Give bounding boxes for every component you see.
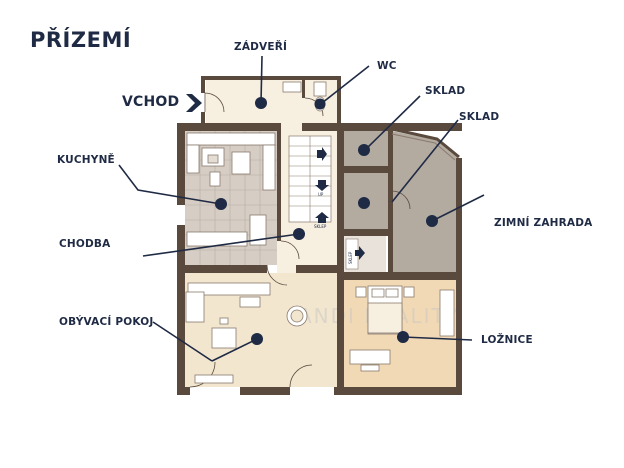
entrance-arrow-icon [186, 94, 202, 112]
label-wc: WC [377, 60, 397, 72]
stair-label-sklep: SKLEP [314, 224, 327, 229]
stair-arrow-up-icon [315, 212, 329, 223]
marker-obyvaci [251, 333, 263, 345]
marker-kuchyne [215, 198, 227, 210]
marker-wc [314, 98, 326, 110]
stair-arrow-down2-icon [315, 180, 329, 191]
marker-chodba [293, 228, 305, 240]
label-sklad-top: SKLAD [425, 85, 466, 97]
label-obyvaci-pokoj: OBÝVACÍ POKOJ [59, 316, 154, 328]
marker-loznice [397, 331, 409, 343]
label-zimni-zahrada: ZIMNÍ ZAHRADA [494, 217, 593, 229]
stairs-cellar: SKLEP [345, 238, 365, 270]
label-sklad-right: SKLAD [459, 111, 500, 123]
stair-label-up: UP [318, 192, 324, 197]
marker-zadveri [255, 97, 267, 109]
furniture [185, 81, 455, 384]
stair-arrow-down-icon [317, 147, 327, 161]
marker-sklad-right [358, 197, 370, 209]
leader-lines [118, 55, 485, 362]
marker-sklad-top [358, 144, 370, 156]
walls [177, 76, 462, 395]
page-title: PŘÍZEMÍ [30, 28, 132, 52]
label-loznice: LOŽNICE [481, 334, 533, 346]
label-zadveri: ZÁDVEŘÍ [234, 41, 288, 53]
label-chodba: CHODBA [59, 238, 111, 250]
label-vchod: VCHOD [122, 94, 180, 110]
room-markers [215, 97, 438, 345]
cellar-arrow-icon [355, 246, 365, 260]
winter-garden-glazing [391, 127, 460, 159]
marker-zimni-zahrada [426, 215, 438, 227]
label-kuchyne: KUCHYNĚ [57, 154, 115, 166]
stairs-main: UP SKLEP [288, 135, 332, 229]
floor-zimni-zahrada [392, 131, 458, 272]
cellar-stair-label: SKLEP [348, 251, 353, 264]
